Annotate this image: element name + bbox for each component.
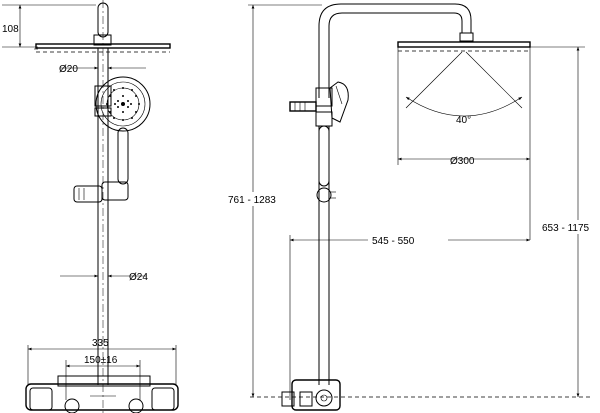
spray-angle-indicator: 40°: [405, 51, 523, 126]
overhead-shower-head-side: [397, 41, 531, 52]
shower-arm: [318, 3, 474, 98]
overall-height-dimension: 761 - 1283: [226, 4, 322, 397]
top-height-dimension: 108: [2, 4, 96, 48]
head-diameter-dimension: Ø300: [397, 47, 531, 240]
thermostatic-mixer-front: [25, 375, 179, 413]
spray-angle-label: 40°: [456, 115, 471, 126]
head-diameter-label: Ø300: [450, 156, 475, 167]
upper-diameter-label: Ø20: [59, 64, 78, 75]
head-height-label: 653 - 1175: [542, 223, 590, 234]
side-view: 761 - 1283 40° Ø300: [226, 3, 600, 411]
mixer-width-dimension: 335: [27, 338, 177, 385]
riser-rail: [97, 0, 109, 413]
front-view: 108 Ø20: [2, 0, 179, 413]
thermostatic-mixer-side: [281, 379, 341, 411]
overall-height-label: 761 - 1283: [228, 195, 276, 206]
inlet-spacing-label: 150±16: [84, 355, 118, 366]
head-height-dimension: 653 - 1175: [530, 46, 600, 397]
slider-bracket: [73, 181, 129, 203]
upper-diameter-dimension: Ø20: [59, 64, 146, 75]
lower-diameter-label: Ø24: [129, 272, 148, 283]
lower-diameter-dimension: Ø24: [60, 272, 148, 283]
inlet-spacing-dimension: 150±16: [65, 355, 141, 400]
top-height-label: 108: [2, 24, 19, 35]
riser-rail-side: [316, 126, 336, 385]
hand-shower-side: [289, 81, 349, 187]
upper-pipe: [93, 2, 112, 46]
mixer-width-label: 335: [92, 338, 109, 349]
arm-reach-label: 545 - 550: [372, 236, 415, 247]
hand-shower-front: [94, 76, 151, 185]
arm-reach-dimension: 545 - 550: [289, 234, 530, 400]
